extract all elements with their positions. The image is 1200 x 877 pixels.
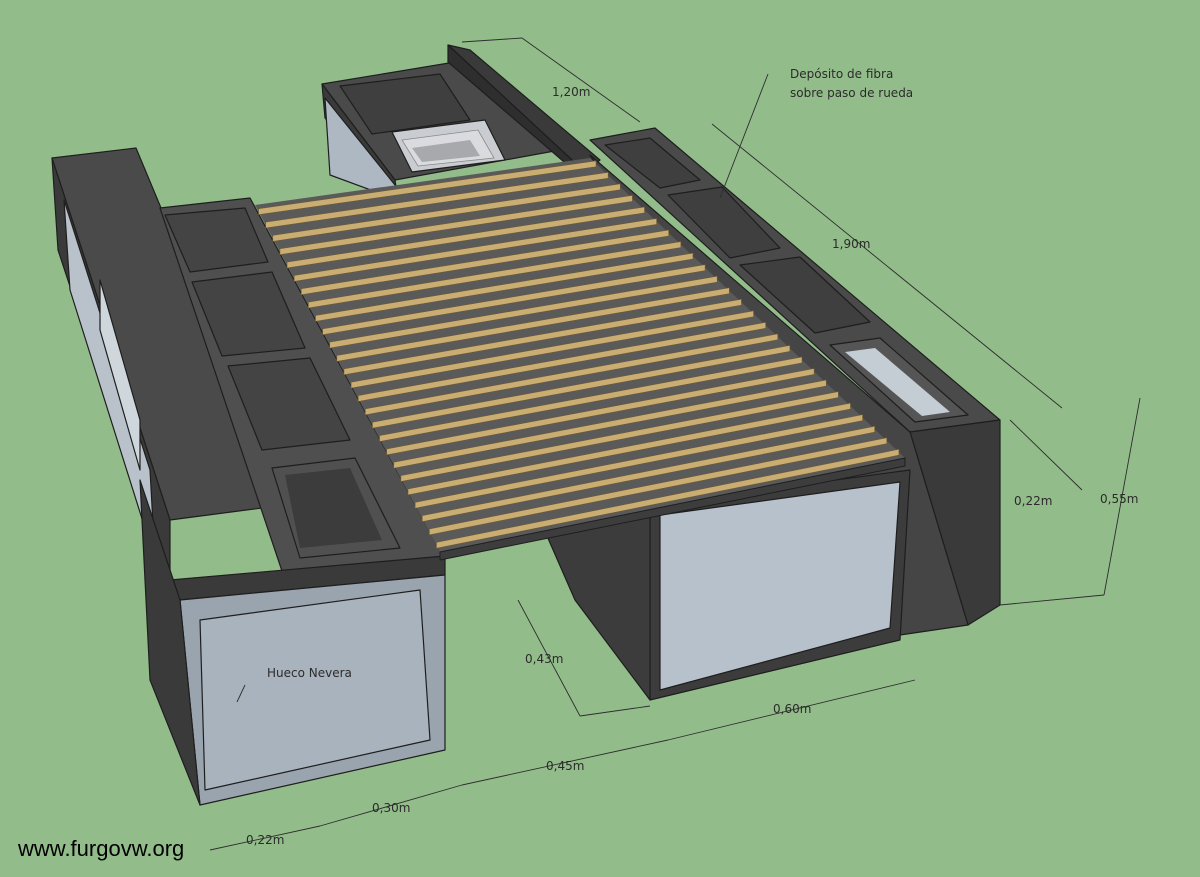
rear-kitchen-unit [321,44,601,201]
bed-slat [414,414,863,509]
bed-slat [429,437,888,536]
bed-slat [350,310,754,389]
label-fridge: Hueco Nevera [267,666,352,680]
bed-slat [300,229,670,296]
label-tank-line2: sobre paso de rueda [790,86,913,100]
left-unit [51,147,446,806]
bed-slat [272,183,621,242]
bed-slat [372,345,791,429]
bed-slat [386,368,815,456]
bed-slat [407,402,851,496]
bed-slat [315,252,694,322]
label-gap: 0,45m [546,759,584,773]
watermark: www.furgovw.org [17,836,184,861]
bed-slat [421,425,876,522]
label-front-depth: 0,22m [246,833,284,847]
dimension-lines [209,37,1141,851]
bed-slat [329,275,718,349]
slatted-bed [255,158,906,561]
label-height: 0,55m [1100,492,1138,506]
label-block-depth: 0,43m [525,652,563,666]
label-fridge-width: 0,30m [372,801,410,815]
sink [391,119,506,173]
label-length: 1,90m [832,237,870,251]
label-width-top: 1,20m [552,85,590,99]
bed-slat [364,333,779,416]
bed-slat [336,287,730,362]
bed-slat [357,321,766,402]
bed-slat [265,171,609,229]
bed-slat [379,356,803,442]
bed-slat [279,195,633,256]
bed-slat [293,218,657,282]
label-block-width: 0,60m [773,702,811,716]
bed-slat [258,160,597,216]
bed-front-rail [439,457,906,561]
bed-slat [436,448,900,549]
tank-wells [604,137,969,423]
bed-slat [286,206,645,269]
label-side-depth: 0,22m [1014,494,1052,508]
bed-slat [400,391,839,482]
bed-slat [343,298,742,376]
bed-slat [322,264,706,336]
bed-slat [393,379,827,469]
label-tank-line1: Depósito de fibra [790,67,893,81]
bed-slat [308,241,682,309]
